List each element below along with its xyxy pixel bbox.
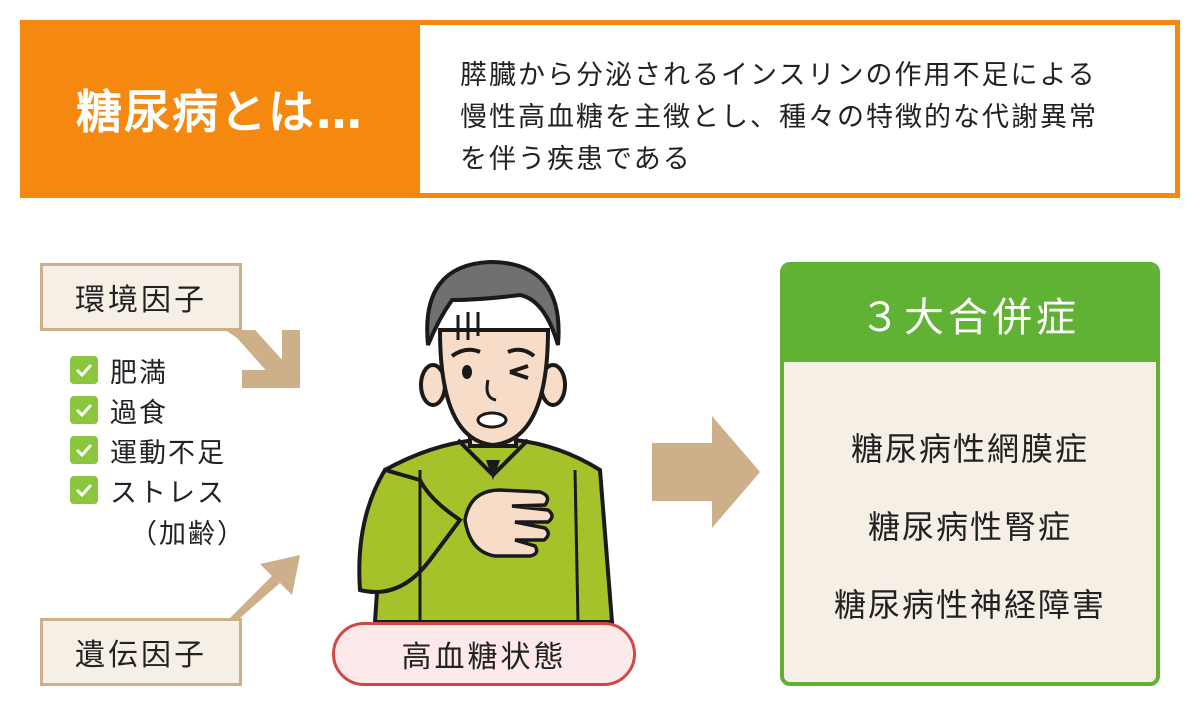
complications-title: ３大合併症 [784,266,1156,362]
description-line: を伴う疾患である [460,144,692,175]
environmental-factor-box: 環境因子 [40,263,242,331]
complication-item: 糖尿病性網膜症 [850,430,1089,468]
header-description: 膵臓から分泌されるインスリンの作用不足による 慢性高血糖を主徴とし、種々の特徴的… [420,25,1175,193]
complications-panel: ３大合併症 糖尿病性網膜症 糖尿病性腎症 糖尿病性神経障害 [780,262,1160,686]
genetic-factor-box: 遺伝因子 [40,618,242,686]
check-icon [70,436,98,464]
environmental-factor-label: 環境因子 [75,283,207,318]
complication-item: 糖尿病性神経障害 [833,586,1106,624]
hyperglycemia-label: 高血糖状態 [332,622,636,686]
list-item: 過食 [70,390,226,430]
checklist-text: 過食 [110,397,168,429]
worried-man-illustration [357,259,615,624]
checklist-text: 肥満 [110,357,168,389]
arrow-icon-gene [230,555,300,618]
description-line: 慢性高血糖を主徴とし、種々の特徴的な代謝異常 [460,102,1098,133]
definition-header: 糖尿病とは… 膵臓から分泌されるインスリンの作用不足による 慢性高血糖を主徴とし… [20,20,1180,198]
description-line: 膵臓から分泌されるインスリンの作用不足による [460,60,1097,91]
list-item: 運動不足 [70,430,226,470]
checklist-text: 運動不足 [110,437,226,469]
header-title: 糖尿病とは… [76,85,364,139]
risk-checklist: 肥満 過食 運動不足 ストレス （加齢） [70,350,244,550]
genetic-factor-label: 遺伝因子 [75,638,207,673]
list-item: 肥満 [70,350,226,390]
checklist-note: （加齢） [130,519,246,550]
complication-item: 糖尿病性腎症 [867,508,1072,546]
arrow-icon-env [225,330,300,388]
list-item: ストレス [70,470,226,510]
arrow-icon-main [652,416,760,528]
check-icon [70,396,98,424]
check-icon [70,356,98,384]
check-icon [70,476,98,504]
state-label-text: 高血糖状態 [401,640,567,675]
checklist-text: ストレス [110,477,226,509]
